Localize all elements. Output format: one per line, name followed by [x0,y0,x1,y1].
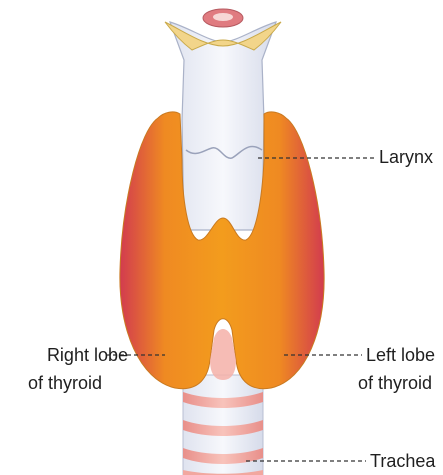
trachea-label: Trachea [370,450,435,472]
right-lobe-label-line2: of thyroid [10,372,102,394]
larynx-label: Larynx [379,146,433,168]
right-lobe-label-line1: Right lobe [10,344,128,366]
left-lobe-label-line2: of thyroid [358,372,432,394]
trachea [183,375,263,475]
left-lobe-label-line1: Left lobe [366,344,435,366]
